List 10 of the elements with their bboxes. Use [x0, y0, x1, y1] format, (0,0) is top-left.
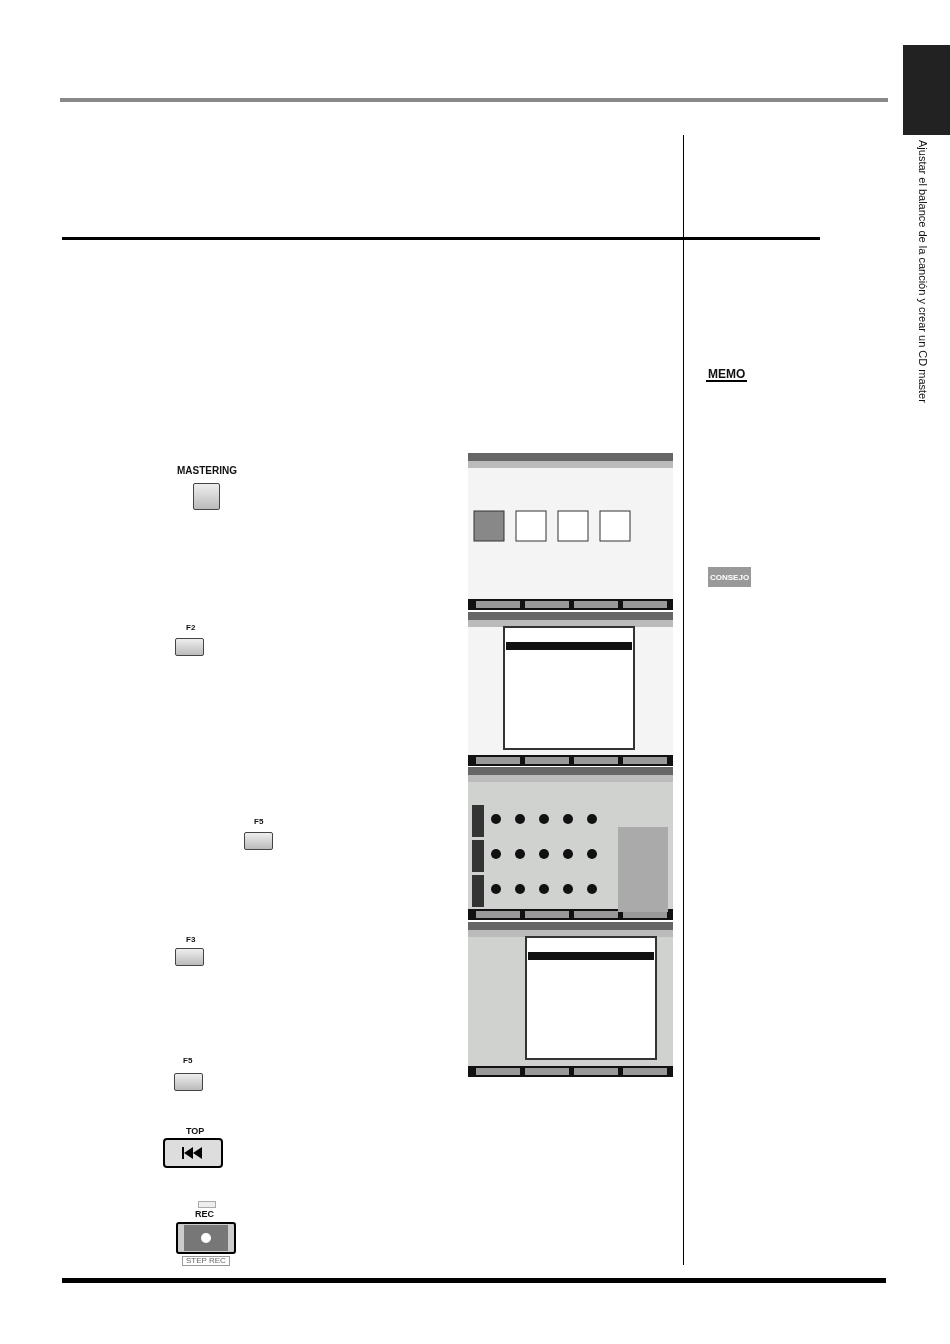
button-label: F2	[186, 624, 196, 632]
button-label: F3	[186, 936, 196, 944]
chapter-tab	[903, 45, 950, 135]
button-label: MASTERING	[177, 466, 237, 476]
button-label: F5	[254, 818, 264, 826]
button-label: TOP	[186, 1127, 205, 1136]
tip-icon: CONSEJO	[708, 567, 752, 587]
button-label: STEP REC	[182, 1256, 230, 1266]
button-label: F5	[183, 1057, 193, 1065]
button-label: REC	[195, 1210, 214, 1219]
